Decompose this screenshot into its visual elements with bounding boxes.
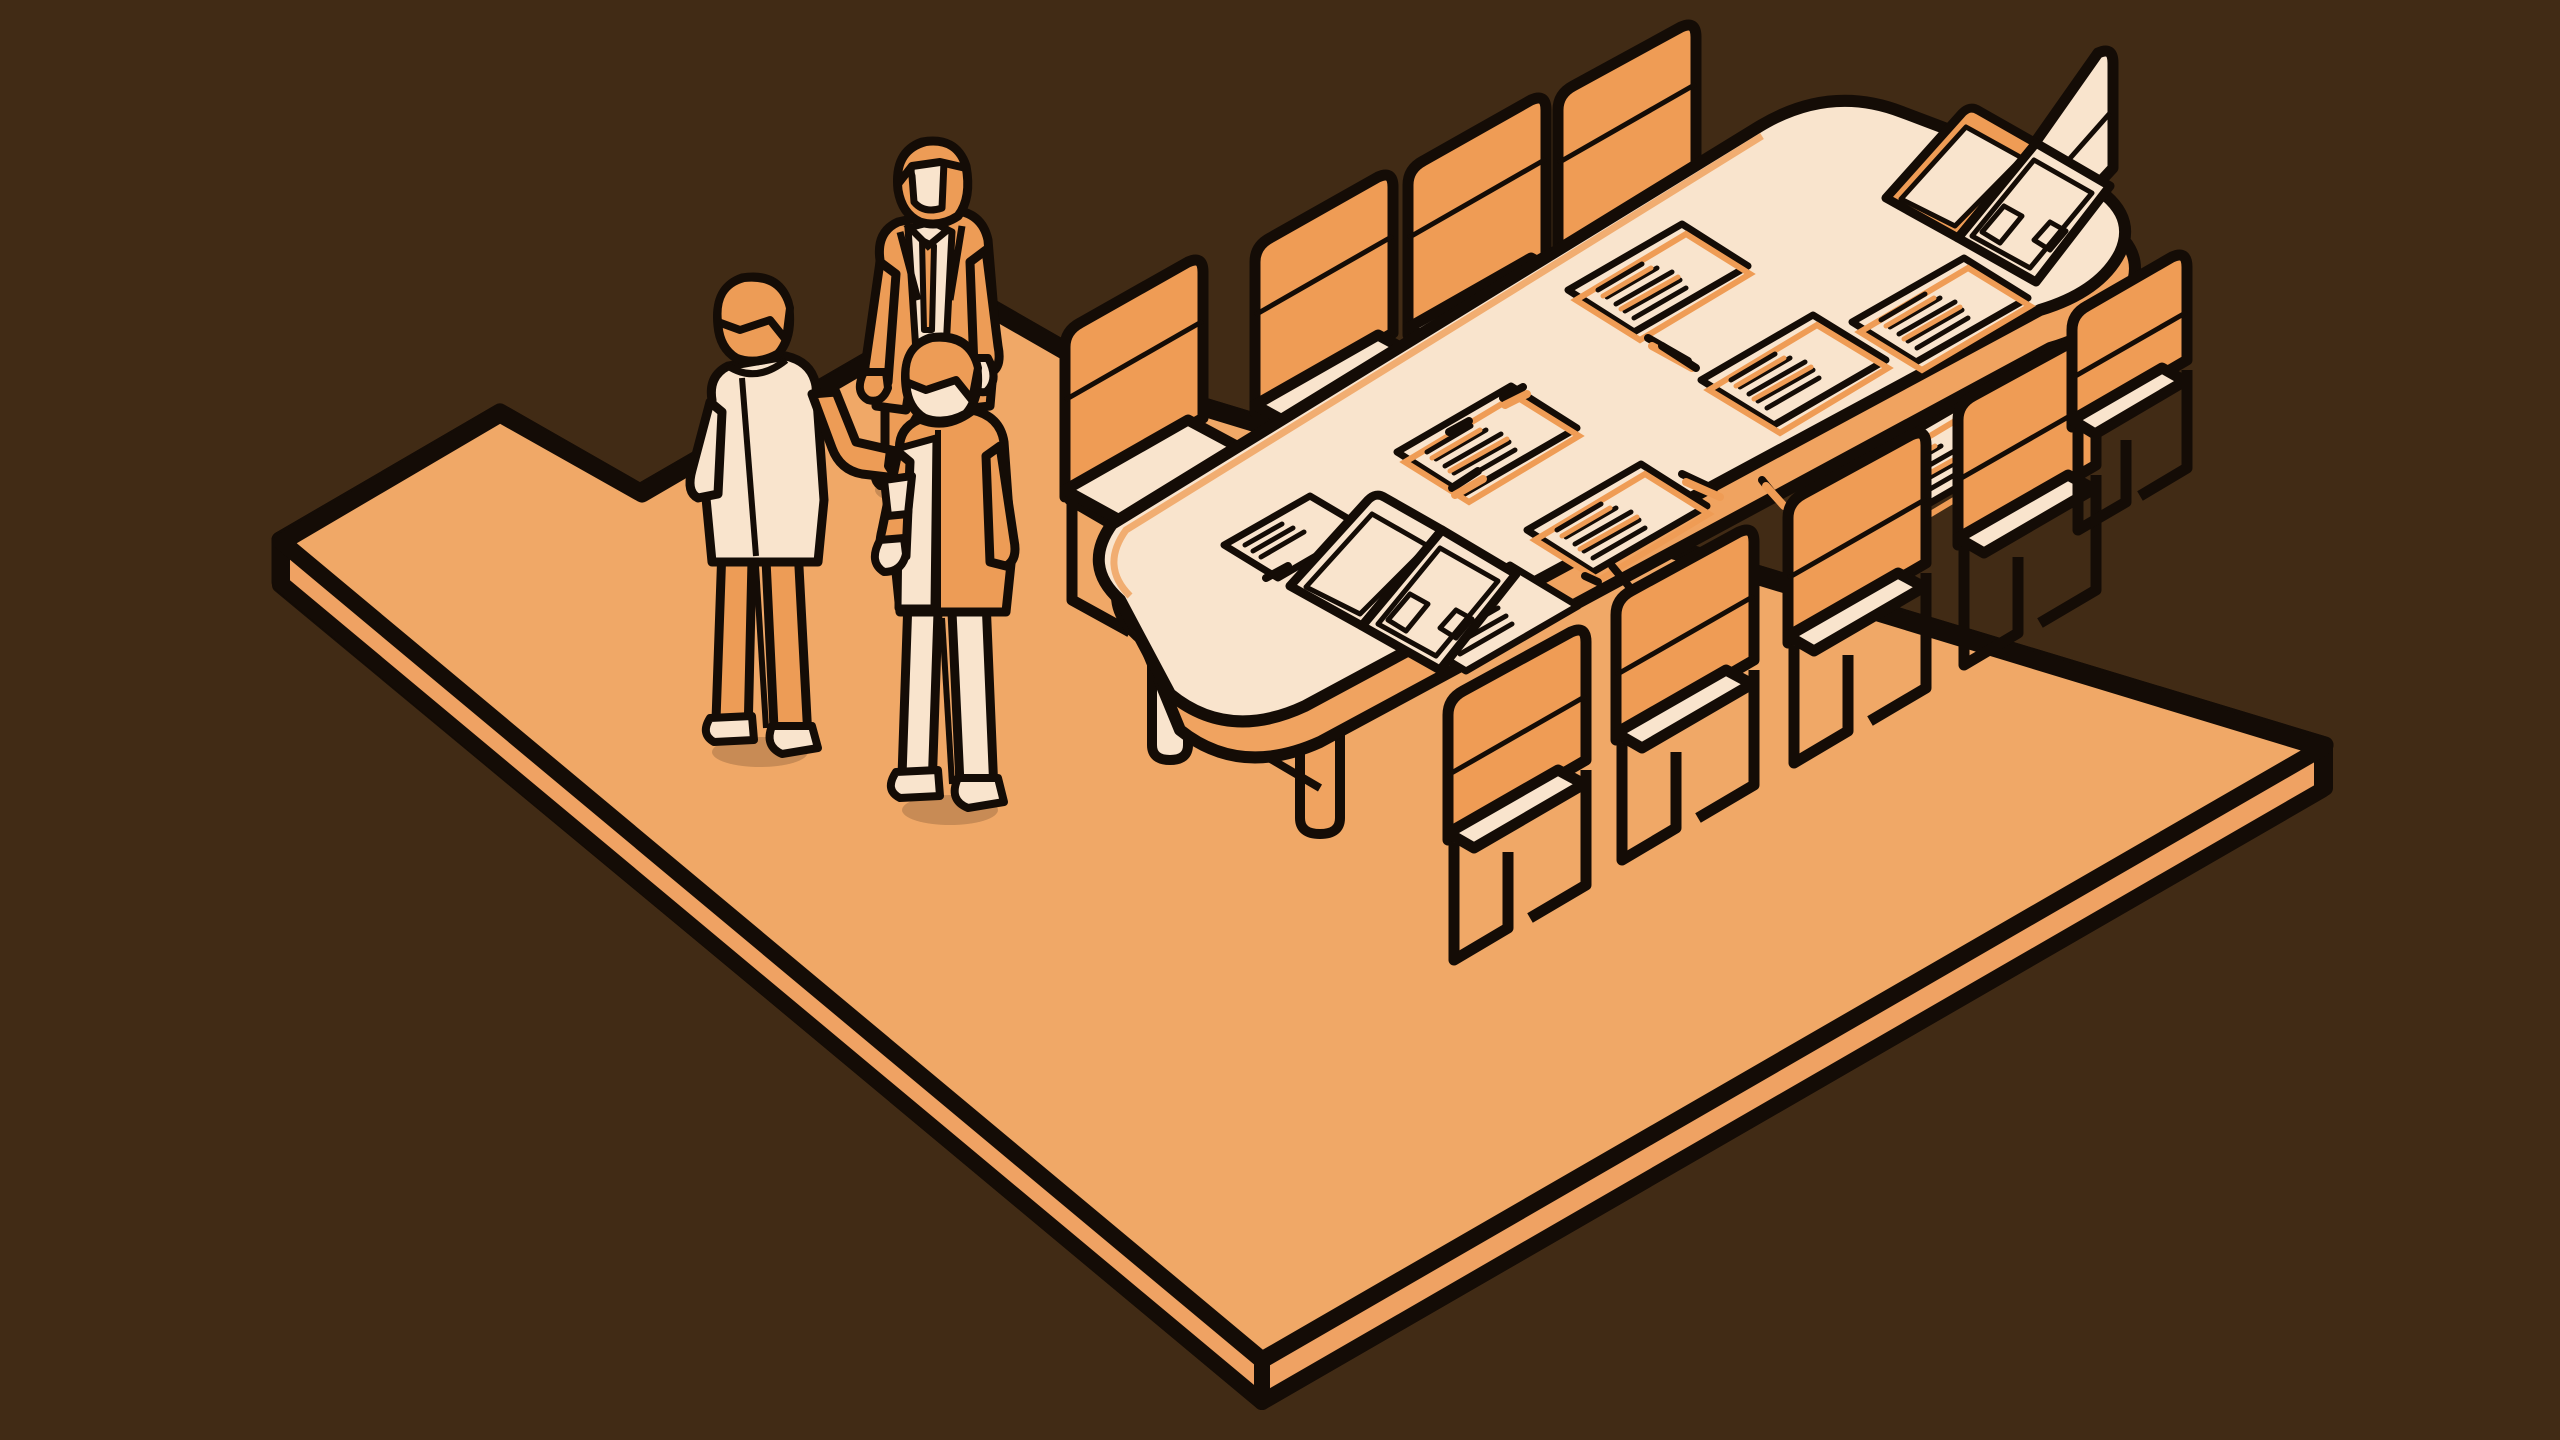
paper-4 [1393, 382, 1585, 506]
chair-backrest-highlight [1406, 156, 1548, 241]
paper-accent [1854, 264, 2036, 374]
paper-text-lines [1728, 351, 1822, 411]
figure-coffee-person[interactable] [870, 332, 1020, 825]
figure-collar [903, 221, 953, 251]
figure-shoe-left [886, 766, 944, 802]
chair-backrest-highlight [1446, 693, 1588, 778]
figure-leg-highlight [753, 565, 769, 729]
figure-hair [893, 137, 970, 188]
paper-2 [1564, 220, 1756, 344]
figure-arm-left [685, 397, 727, 503]
figure-lapel [896, 225, 966, 301]
paper-accent [1703, 321, 1894, 437]
laptop-trackpad [1979, 203, 2025, 246]
laptop-near-left[interactable] [1285, 490, 1521, 675]
chair-frame-tube [2072, 370, 2193, 536]
table-top-highlight [1110, 133, 1764, 599]
laptop-trackpad-small [1437, 607, 1475, 641]
paper-accent [1399, 392, 1585, 506]
paper-text-lines-accent [1429, 427, 1510, 474]
figure-hand-left [855, 368, 892, 405]
chair-frame-tube [1788, 573, 1932, 769]
chair-front-row-3[interactable] [1782, 427, 1932, 769]
paper-text-lines-accent [1883, 295, 1963, 342]
laptop-trackpad [1385, 591, 1431, 634]
pen-4 [1445, 417, 1473, 436]
paper-accent [1570, 230, 1756, 344]
chair-front-row-2[interactable] [1610, 524, 1760, 866]
chair-frame-tube [1448, 770, 1592, 966]
chair-backrest-highlight [1786, 496, 1928, 581]
pen-9 [1262, 562, 1292, 582]
chair-front-row-5[interactable] [2066, 249, 2193, 536]
figure-hair [901, 333, 982, 404]
figure-arm-right [807, 387, 905, 483]
laptop-far-right[interactable] [1881, 103, 2115, 287]
pen-5 [1448, 467, 1487, 499]
pen-6 [1678, 470, 1724, 501]
figure-hand-left [870, 534, 910, 576]
figure-collar [726, 357, 789, 378]
paper-1 [1848, 254, 2036, 374]
paper-accent [1529, 470, 1715, 584]
pen-8 [1581, 562, 1636, 594]
figure-shirt [701, 351, 829, 567]
pen-2 [1658, 342, 1700, 372]
chair-front-row-1[interactable] [1442, 624, 1592, 966]
chair-backrest-highlight [1063, 318, 1205, 403]
figure-shoe-right [950, 774, 1008, 812]
paper-3 [1697, 311, 1894, 437]
paper-text-lines [1242, 521, 1307, 560]
figure-tie [919, 237, 937, 333]
pen-7 [1758, 476, 1788, 510]
figure-shoe-left [701, 712, 758, 746]
chair-backrest [2066, 249, 2193, 433]
pens-group [1262, 334, 1788, 594]
paper-5 [1523, 460, 1715, 584]
paper-text-lines [1878, 291, 1971, 351]
chair-group-front-row [1442, 249, 2193, 966]
figure-hair [713, 273, 794, 344]
laptop-keyboard [1969, 157, 2095, 271]
paper-text-lines-accent [1733, 355, 1814, 402]
laptop-trackpad-small [2031, 219, 2069, 253]
figure-shoe-right [765, 722, 822, 758]
chair-frame-tube [1616, 670, 1760, 866]
figure-cup [880, 472, 916, 520]
figure-scarf [910, 409, 975, 428]
pen-3 [1499, 383, 1531, 409]
chair-backrest-highlight [1253, 233, 1395, 318]
paper-text-lines [1595, 261, 1689, 321]
chair-backrest-highlight [1614, 593, 1756, 678]
paper-text-lines-accent [1600, 265, 1681, 312]
chair-backrest-highlight [1556, 81, 1698, 166]
laptop-keyboard [1375, 545, 1501, 659]
figure-shirt-fold [739, 377, 759, 557]
chair-backrest-highlight [2070, 309, 2189, 381]
figure-arm-right [981, 441, 1020, 571]
figure-leg-highlight [939, 617, 955, 785]
paper-text-lines [1554, 501, 1648, 561]
paper-text-lines-accent [1559, 505, 1640, 552]
